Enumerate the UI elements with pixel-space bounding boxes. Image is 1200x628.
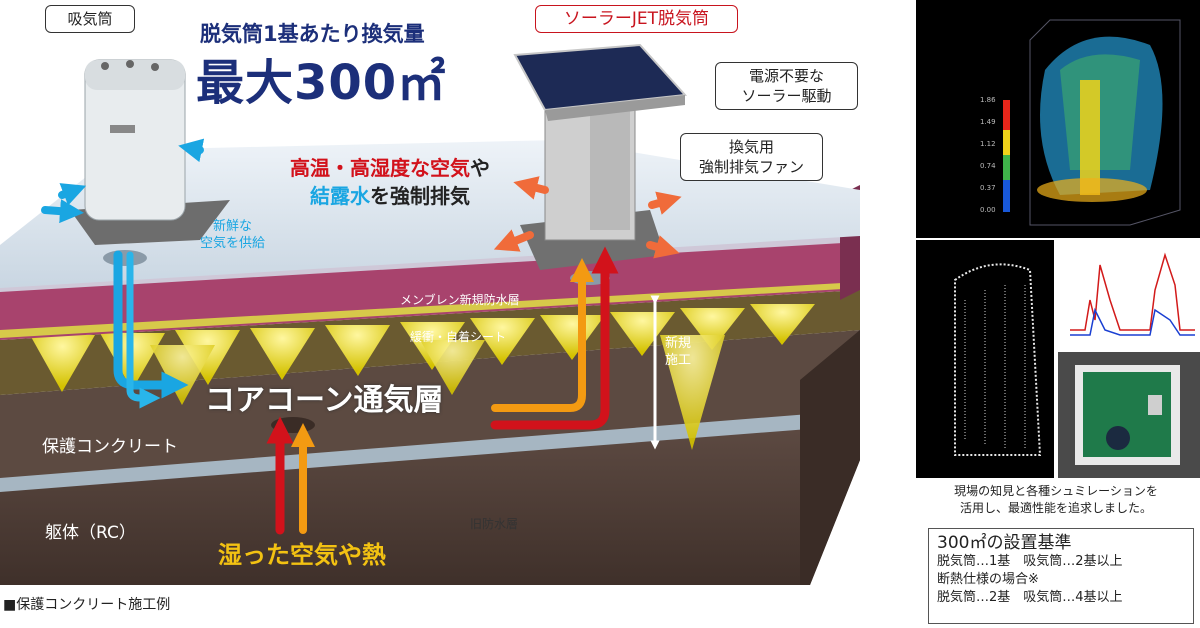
colorbar-tick: 1.86 (980, 96, 996, 104)
exhaust-arrow-red (490, 246, 619, 430)
colorbar-tick: 1.49 (980, 118, 996, 126)
colorbar-tick: 1.12 (980, 140, 996, 148)
installation-standard-box: 300㎡の設置基準 脱気筒…1基 吸気筒…2基以上 断熱仕様の場合※ 脱気筒…2… (928, 528, 1194, 624)
spec-row: 断熱仕様の場合※ (937, 572, 1039, 587)
intake-hole (103, 250, 147, 266)
colorbar-tick: 0.37 (980, 184, 996, 192)
airflow-arrows (41, 138, 682, 535)
hot-air-line-1: 高温・高湿度な空気や (290, 156, 490, 180)
fresh-air-arrow-2 (126, 251, 161, 409)
colorbar-tick: 0.00 (980, 206, 996, 214)
spec-row: 脱気筒…1基 吸気筒…2基以上 (937, 554, 1123, 569)
protect-concrete-label: 保護コンクリート (42, 437, 178, 457)
solar-jet-unit (513, 43, 688, 270)
membrane-layer-label: メンブレン新規防水層 (400, 293, 520, 307)
spec-title: 300㎡の設置基準 (937, 533, 1072, 553)
core-cone-layer-label: コアコーン通気層 (205, 383, 444, 418)
exhaust-arrow-orange (491, 258, 594, 412)
hot-air-line-2: 結露水を強制排気 (310, 184, 470, 208)
intake-vent-unit (70, 59, 230, 245)
simulation-panels (916, 0, 1200, 478)
power-note: 電源不要な ソーラー駆動 (715, 62, 858, 110)
core-cone-row (0, 290, 860, 450)
solar-jet-callout: ソーラーJET脱気筒 (535, 5, 738, 33)
fresh-air-note: 新鮮な 空気を供給 (200, 219, 266, 251)
figure-caption: ■保護コンクリート施工例 (3, 597, 171, 613)
intake-vent-callout: 吸気筒 (45, 5, 135, 33)
body-rc-label: 躯体（RC） (45, 523, 136, 543)
simulation-caption: 現場の知見と各種シュミレーションを 活用し、最適性能を追求しました。 (954, 484, 1158, 515)
colorbar-tick: 0.74 (980, 162, 996, 170)
roof-surface (0, 140, 860, 288)
body-rc-block (0, 330, 860, 585)
humid-heat-label: 湿った空気や熱 (218, 541, 386, 569)
headline-big: 最大300㎡ (196, 55, 447, 111)
fresh-air-arrow-1 (113, 250, 189, 399)
fan-note: 換気用 強制排気ファン (680, 133, 823, 181)
new-construction-label: 新規 施工 (665, 336, 692, 368)
headline-top: 脱気筒1基あたり換気量 (200, 22, 425, 46)
cushion-layer-label: 緩衝・自着シート (410, 330, 507, 344)
spec-row: 脱気筒…2基 吸気筒…4基以上 (937, 590, 1123, 605)
old-waterproof-label: 旧防水層 (470, 517, 519, 531)
